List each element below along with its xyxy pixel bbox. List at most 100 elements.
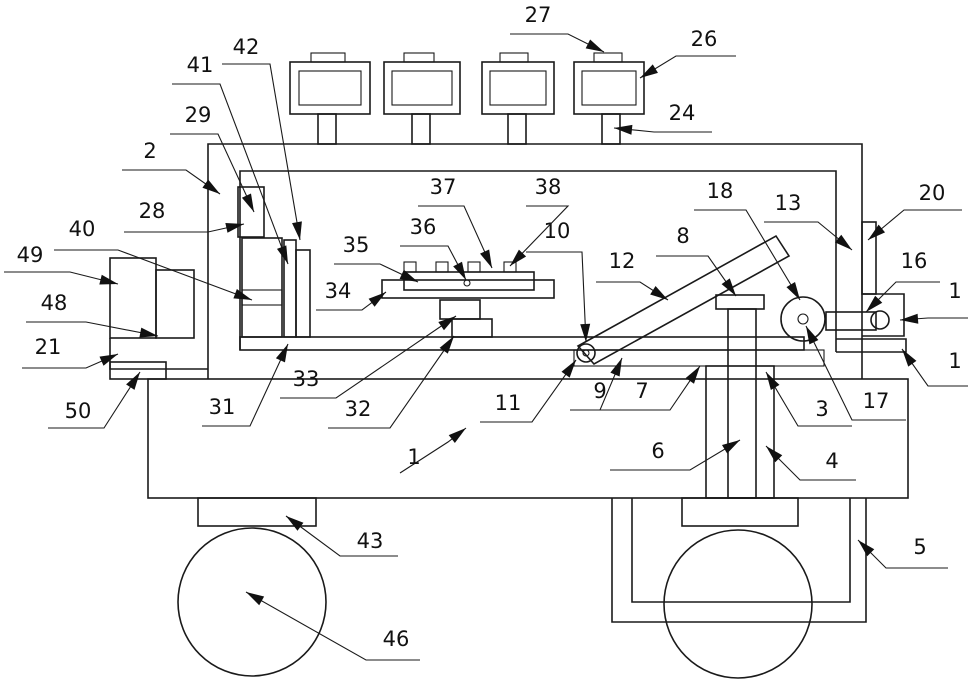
callout-number: 5 [913, 535, 926, 559]
callout-number: 18 [707, 179, 734, 203]
leader-line [122, 170, 220, 194]
callout-20: 20 [868, 181, 962, 240]
callout-5: 5 [858, 535, 948, 568]
arrowhead [99, 275, 118, 285]
leader-line [866, 282, 940, 312]
callout-number: 42 [233, 35, 260, 59]
arrowhead [225, 223, 244, 233]
leader-line [656, 256, 736, 296]
arrowhead [369, 292, 386, 307]
callout-number: 46 [383, 627, 410, 651]
leader-line [764, 222, 852, 250]
callout-1b: 1 [900, 279, 968, 324]
arrowhead [480, 250, 492, 268]
callout-8: 8 [656, 224, 736, 296]
callout-31: 31 [202, 344, 288, 426]
callout-number: 13 [775, 191, 802, 215]
callout-number: 26 [691, 27, 718, 51]
leader-line [400, 246, 466, 280]
callout-33: 33 [280, 316, 456, 398]
callout-number: 1 [948, 279, 961, 303]
arrowhead [440, 336, 454, 354]
arrowhead [276, 344, 288, 362]
arrowhead [292, 221, 302, 240]
arrowhead [900, 314, 918, 324]
leader-line [694, 210, 800, 300]
callout-16: 16 [866, 249, 940, 312]
lower-plate [574, 350, 824, 366]
callout-number: 6 [651, 439, 664, 463]
callout-number: 49 [17, 243, 44, 267]
callout-number: 17 [863, 389, 890, 413]
arrowhead [610, 358, 622, 377]
arrowhead [126, 372, 140, 390]
arrowhead [438, 316, 456, 330]
machine-drawing [110, 53, 908, 678]
callout-1c: 1 [902, 349, 968, 386]
callout-26: 26 [640, 27, 736, 78]
arrowhead [449, 428, 466, 443]
callout-29: 29 [170, 103, 254, 212]
leader-line [526, 252, 586, 342]
arrowhead [100, 354, 118, 366]
callout-number: 35 [343, 233, 370, 257]
arrowhead [722, 440, 740, 454]
callout-number: 3 [815, 397, 828, 421]
arrowhead [902, 349, 916, 367]
callout-24: 24 [614, 101, 712, 135]
wheels [178, 498, 866, 678]
floor-plate [240, 337, 804, 350]
arrowhead [806, 326, 818, 344]
callout-number: 27 [525, 3, 552, 27]
callout-number: 32 [345, 397, 372, 421]
leader-line [766, 372, 852, 426]
callout-number: 48 [41, 291, 68, 315]
callout-number: 7 [635, 379, 648, 403]
callout-11: 11 [480, 360, 576, 422]
callout-number: 16 [901, 249, 928, 273]
callout-28: 28 [124, 199, 244, 233]
leader-line [48, 372, 140, 428]
top-units [290, 53, 644, 144]
arrowhead [835, 235, 852, 250]
leader-line [170, 134, 254, 212]
callout-48: 48 [26, 291, 158, 337]
arrowhead [586, 39, 604, 52]
callout-number: 9 [593, 379, 606, 403]
arrowhead [246, 592, 264, 605]
callout-number: 20 [919, 181, 946, 205]
base-body [148, 379, 908, 498]
callout-number: 41 [187, 53, 214, 77]
arrowhead [202, 180, 220, 194]
leader-line [610, 440, 740, 470]
callout-number: 29 [185, 103, 212, 127]
callout-49: 49 [4, 243, 118, 284]
arrowhead [686, 366, 700, 384]
callout-number: 11 [495, 391, 522, 415]
arrowhead [766, 372, 779, 390]
arrowhead [242, 194, 254, 212]
callout-number: 50 [65, 399, 92, 423]
arrowhead [614, 125, 632, 135]
callout-1a: 1 [400, 428, 466, 473]
arrowhead [640, 64, 658, 78]
callout-13: 13 [764, 191, 852, 250]
callout-36: 36 [400, 215, 466, 280]
arrowhead [453, 262, 466, 280]
callout-4: 4 [766, 446, 856, 480]
arrowhead [562, 360, 576, 378]
callout-number: 21 [35, 335, 62, 359]
callout-number: 38 [535, 175, 562, 199]
callout-number: 37 [430, 175, 457, 199]
callout-number: 1 [407, 445, 420, 469]
leader-line [868, 210, 962, 240]
callout-number: 10 [544, 219, 571, 243]
callout-21: 21 [22, 335, 118, 368]
callout-number: 28 [139, 199, 166, 223]
callout-27: 27 [510, 3, 604, 52]
callout-34: 34 [316, 279, 386, 310]
callout-labels: 1112345678910111213161718202124262728293… [4, 3, 968, 660]
callout-number: 2 [143, 139, 156, 163]
leader-line [766, 446, 856, 480]
